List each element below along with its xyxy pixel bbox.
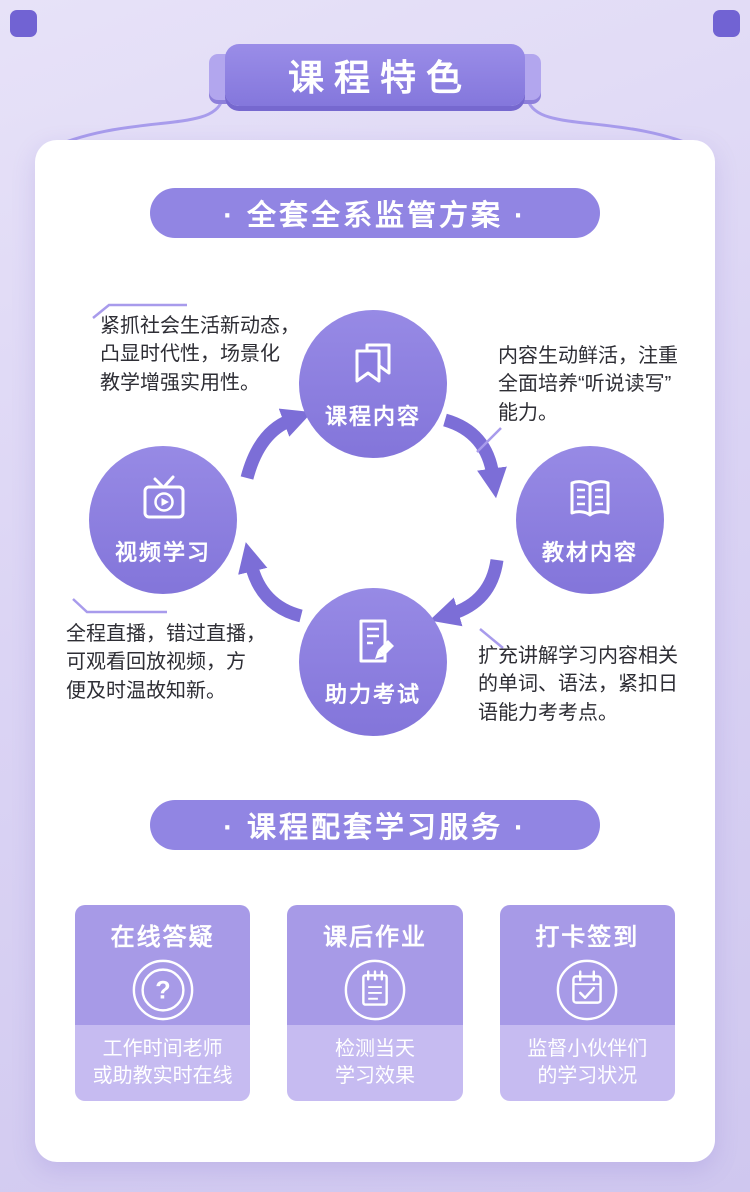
- service-title: 打卡签到: [535, 924, 640, 951]
- node-label: 教材内容: [541, 540, 638, 565]
- content-card: · 全套全系监管方案 ·: [35, 140, 715, 1162]
- question-circle-icon: ?: [130, 957, 196, 1028]
- section-title-learning-services: · 课程配套学习服务 ·: [150, 800, 600, 850]
- node-course-content: 课程内容: [299, 310, 447, 458]
- arrow-bottom-to-left: [238, 542, 303, 623]
- service-card-checkin: 打卡签到 监督小伙伴们 的学习状况: [499, 905, 675, 1101]
- header-ribbon: 课程特色: [225, 44, 525, 106]
- node-label: 课程内容: [324, 404, 421, 429]
- section-title-text: · 课程配套学习服务 ·: [223, 812, 527, 844]
- corner-tab-left: [10, 10, 37, 37]
- service-description: 监督小伙伴们 的学习状况: [527, 1038, 648, 1087]
- service-description: 检测当天 学习效果: [334, 1038, 415, 1087]
- page-title: 课程特色: [287, 57, 472, 98]
- note-exam-support: 扩充讲解学习内容相关 的单词、语法，紧扣日 语能力考考点。: [478, 645, 678, 724]
- notepad-icon: [342, 957, 408, 1028]
- node-label: 助力考试: [324, 682, 421, 707]
- node-video-learning: 视频学习: [89, 446, 237, 594]
- arrow-right-to-bottom: [429, 558, 504, 627]
- corner-tab-right: [713, 10, 740, 37]
- header-curve-lines: [44, 98, 706, 152]
- service-title: 课后作业: [322, 924, 427, 951]
- svg-text:?: ?: [155, 977, 170, 1005]
- note3-connector-line: [72, 598, 167, 614]
- section-title-supervision-plan: · 全套全系监管方案 ·: [150, 188, 600, 238]
- note-video-learning: 全程直播，错过直播， 可观看回放视频，方 便及时温故知新。: [66, 623, 266, 702]
- tv-play-icon: [137, 473, 189, 530]
- paper-pencil-icon: [347, 615, 399, 672]
- service-description: 工作时间老师 或助教实时在线: [92, 1038, 233, 1087]
- open-book-icon: [564, 473, 616, 530]
- service-card-online-qa: 在线答疑 ? 工作时间老师 或助教实时在线: [75, 905, 251, 1101]
- service-card-row: 在线答疑 ? 工作时间老师 或助教实时在线 课后作业: [75, 905, 675, 1101]
- calendar-check-icon: [554, 957, 620, 1028]
- bookmark-icon: [347, 337, 399, 394]
- arrow-left-to-top: [240, 408, 313, 480]
- service-card-homework: 课后作业 检测当天 学习效果: [287, 905, 463, 1101]
- node-label: 视频学习: [114, 540, 211, 565]
- node-exam-support: 助力考试: [299, 588, 447, 736]
- note2-connector-line: [476, 427, 502, 453]
- arrow-top-to-right: [442, 413, 507, 499]
- service-title: 在线答疑: [110, 924, 215, 951]
- section-title-text: · 全套全系监管方案 ·: [223, 200, 527, 232]
- note-course-content: 紧抓社会生活新动态， 凸显时代性，场景化 教学增强实用性。: [100, 315, 300, 394]
- node-textbook-content: 教材内容: [516, 446, 664, 594]
- note-textbook-content: 内容生动鲜活，注重 全面培养“听说读写” 能力。: [498, 345, 678, 424]
